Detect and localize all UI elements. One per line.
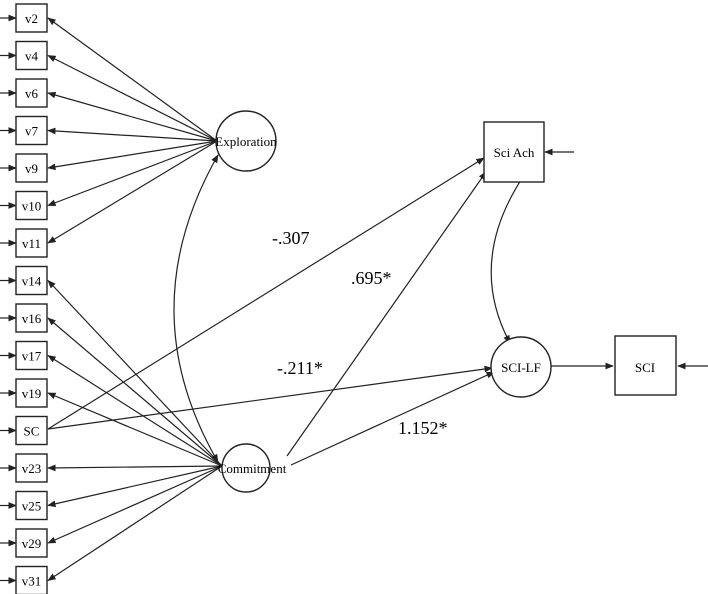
commitment-label: Commitment [218, 461, 287, 476]
loading-v16 [47, 317, 223, 467]
path-sc-to-scilf [47, 365, 493, 430]
indicator-label: v16 [22, 311, 42, 326]
loading-v14 [47, 279, 223, 467]
indicator-label: SC [24, 424, 40, 439]
indicator-v25: v25 [15, 490, 48, 521]
indicator-v10: v10 [15, 190, 48, 221]
scilf-label: SCI-LF [501, 360, 541, 375]
indicator-label: v2 [25, 11, 38, 26]
covariance-exploration-commitment [173, 154, 219, 463]
loading-edges [0, 14, 223, 584]
loading-v31 [47, 465, 223, 582]
indicator-label: v4 [25, 49, 39, 64]
indicator-label: v31 [22, 574, 42, 589]
coef-commitment-scilf: 1.152* [398, 418, 448, 438]
indicator-v19: v19 [15, 378, 48, 408]
indicator-label: v29 [22, 536, 42, 551]
indicator-v23: v23 [15, 453, 48, 483]
latent-commitment: Commitment [218, 443, 287, 493]
indicator-v31: v31 [15, 565, 48, 594]
loading-v29 [47, 465, 223, 544]
loading-v4 [47, 54, 218, 142]
indicator-v29: v29 [15, 528, 48, 558]
loading-v25 [47, 465, 223, 508]
loading-v2 [47, 17, 218, 142]
coef-commitment-sciach: .695* [351, 268, 392, 288]
loading-v19 [47, 392, 223, 467]
loading-v6 [47, 91, 218, 142]
indicator-label: v9 [25, 161, 38, 176]
latent-exploration: Exploration [215, 110, 277, 172]
coef-sc-sciach: -.307 [272, 228, 310, 248]
exploration-label: Exploration [215, 134, 277, 149]
indicator-v11: v11 [15, 228, 48, 258]
indicator-v7: v7 [15, 115, 48, 146]
indicator-label: v19 [22, 386, 42, 401]
indicator-label: v14 [22, 274, 42, 289]
indicator-label: v10 [22, 199, 42, 214]
indicator-v14: v14 [15, 265, 48, 296]
loading-v9 [47, 140, 218, 171]
sciach-label: Sci Ach [494, 145, 535, 160]
indicator-v2: v2 [15, 3, 48, 33]
indicator-sc: SC [15, 415, 48, 446]
indicator-v4: v4 [15, 40, 48, 71]
loading-v7 [47, 127, 218, 142]
loading-v23 [47, 464, 223, 472]
indicator-label: v7 [25, 124, 39, 139]
indicator-label: v11 [22, 236, 41, 251]
path-commitment-to-scilf [290, 371, 495, 466]
loading-v17 [47, 354, 223, 467]
indicator-label: v17 [22, 349, 42, 364]
indicator-label: v6 [25, 86, 39, 101]
indicator-v9: v9 [15, 153, 48, 183]
path-commitment-to-sciach [286, 171, 487, 457]
path-sc-to-sciach [47, 157, 485, 430]
latent-scilf: SCI-LF [490, 336, 552, 398]
indicator-v16: v16 [15, 303, 48, 333]
indicator-v6: v6 [15, 78, 48, 108]
loading-v11 [47, 140, 218, 244]
observed-sciach: Sci Ach [483, 121, 545, 183]
sci-label: SCI [635, 360, 655, 375]
indicator-v17: v17 [15, 340, 48, 371]
indicator-label: v25 [22, 499, 42, 514]
loading-v10 [47, 140, 218, 207]
observed-sci: SCI [614, 335, 677, 396]
coef-sc-scilf: -.211* [277, 358, 323, 378]
indicator-label: v23 [22, 461, 42, 476]
